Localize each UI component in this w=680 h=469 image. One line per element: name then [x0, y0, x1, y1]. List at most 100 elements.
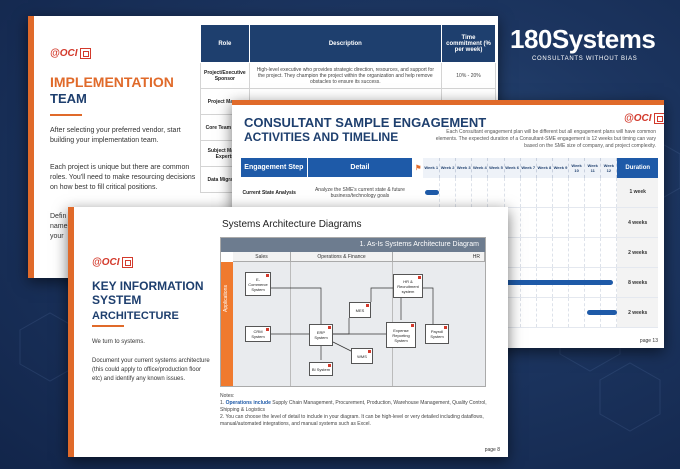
oci-logo-text: @OCI [624, 113, 652, 124]
timeline-bar [425, 189, 440, 195]
roles-table-header: Role Description Time commitment (% per … [200, 24, 496, 63]
week-cell [600, 177, 618, 208]
engagement-note: Each Consultant engagement plan will be … [435, 129, 656, 149]
page-number: page 8 [484, 447, 500, 453]
brand-tagline: CONSULTANTS WITHOUT BIAS [532, 56, 638, 62]
week-cell [584, 237, 602, 268]
diagram-notes: Notes: 1. Operations include Supply Chai… [220, 393, 506, 428]
week-cell [568, 207, 586, 238]
architecture-subtitle: ARCHITECTURE [92, 310, 179, 322]
oci-logo-icon [121, 257, 133, 268]
week-cell [504, 297, 521, 328]
week-cell [455, 177, 473, 208]
role-cell: Project/Executive Sponsor [200, 62, 250, 89]
notes-label: Notes: [220, 393, 235, 399]
week-header: Week 2 [439, 157, 457, 178]
lane-operations [291, 262, 393, 386]
bi-system: BI System [309, 362, 333, 376]
consultant-title: CONSULTANT SAMPLE ENGAGEMENT [244, 115, 487, 130]
paragraph-3-line-3: your [50, 233, 64, 240]
mes-system: MES [349, 302, 371, 318]
oci-logo-icon [79, 48, 91, 59]
week-cell [552, 207, 570, 238]
description-cell: High-level executive who provides strate… [248, 62, 443, 89]
week-cell [568, 297, 586, 328]
week-cell [536, 267, 553, 298]
crm-system: CRM System [245, 326, 271, 342]
week-header: Week 12 [600, 157, 618, 178]
lane-header-operations: Operations & Finance [291, 252, 393, 262]
note-1-bold: Operations include [225, 400, 271, 406]
title-divider [92, 325, 124, 327]
duration-cell: 2 weeks [616, 237, 658, 268]
lane-header-hr: HR [393, 252, 485, 262]
week-header: Week 3 [455, 157, 473, 178]
week-cell [600, 207, 618, 238]
oci-logo: @OCI [50, 48, 91, 59]
implementation-title: IMPLEMENTATION [50, 74, 174, 90]
week-cell [423, 177, 441, 208]
erp-system: ERP System [309, 324, 333, 346]
paragraph-3-line-1: Defin [50, 213, 67, 220]
week-cell [568, 267, 586, 298]
note-2: 2. You can choose the level of detail to… [220, 414, 484, 427]
implementation-paragraph-3: Defin name your [50, 212, 200, 242]
oci-logo-text: @OCI [50, 48, 78, 59]
flag-cell [412, 177, 424, 208]
consultant-subtitle: ACTIVITIES AND TIMELINE [244, 130, 399, 144]
expense-reporting-system: Expense Reporting System [386, 322, 416, 348]
week-cell [520, 177, 537, 208]
oci-logo: @OCI [92, 257, 133, 268]
ecommerce-system: E-Commerce System [245, 272, 271, 296]
week-header: Week 5 [487, 157, 505, 178]
lane-header-sales: Sales [233, 252, 291, 262]
week-header: Week 7 [520, 157, 537, 178]
brand-name: 180Systems [510, 24, 656, 54]
week-cell [536, 207, 553, 238]
week-cell [520, 297, 537, 328]
systems-architecture-diagram: 1. As-Is Systems Architecture Diagram Sa… [220, 237, 486, 387]
duration-cell: 4 weeks [616, 207, 658, 238]
architecture-paragraph-1: We turn to systems. [92, 339, 145, 345]
oci-logo-text: @OCI [92, 257, 120, 268]
week-cell [504, 237, 521, 268]
architecture-title: KEY INFORMATION SYSTEM [92, 279, 204, 307]
duration-cell: 2 weeks [616, 297, 658, 328]
week-cell [584, 267, 602, 298]
week-cell [552, 297, 570, 328]
week-cell [504, 207, 521, 238]
paragraph-3-line-2: name [50, 223, 68, 230]
title-divider [50, 114, 82, 116]
week-cell [584, 297, 618, 328]
time-cell: 10% - 20% [441, 62, 496, 89]
week-header: Week 11 [584, 157, 602, 178]
week-cell [504, 177, 521, 208]
week-cell [504, 267, 521, 298]
header-time-commitment: Time commitment (% per week) [441, 24, 496, 63]
page-number: page 13 [639, 338, 658, 344]
duration-cell: 1 week [616, 177, 658, 208]
implementation-subtitle: TEAM [50, 91, 87, 106]
diagram-heading: Systems Architecture Diagrams [222, 219, 362, 230]
table-row: Project/Executive Sponsor High-level exe… [200, 62, 496, 89]
engagement-step-cell: Current State Analysis [240, 177, 308, 208]
implementation-paragraph-1: After selecting your preferred vendor, s… [50, 127, 181, 144]
week-cell [600, 297, 618, 328]
week-cell [600, 237, 618, 268]
wms-system: WMS [351, 348, 373, 364]
hr-recruitment-system: HR & Recruitment system [393, 274, 423, 298]
week-cell [584, 207, 602, 238]
oci-logo-icon [653, 113, 664, 124]
week-cell [471, 177, 489, 208]
week-header: Week 9 [552, 157, 570, 178]
week-header: Week 10 [568, 157, 586, 178]
week-cell [536, 237, 553, 268]
header-engagement-step: Engagement Step [240, 157, 308, 178]
header-duration: Duration [616, 157, 658, 178]
brand-logo-180systems: 180Systems CONSULTANTS WITHOUT BIAS [510, 24, 670, 62]
week-cell [520, 237, 537, 268]
applications-label: Applications [221, 262, 233, 386]
duration-cell: 8 weeks [616, 267, 658, 298]
week-header: Week 1 [423, 157, 441, 178]
